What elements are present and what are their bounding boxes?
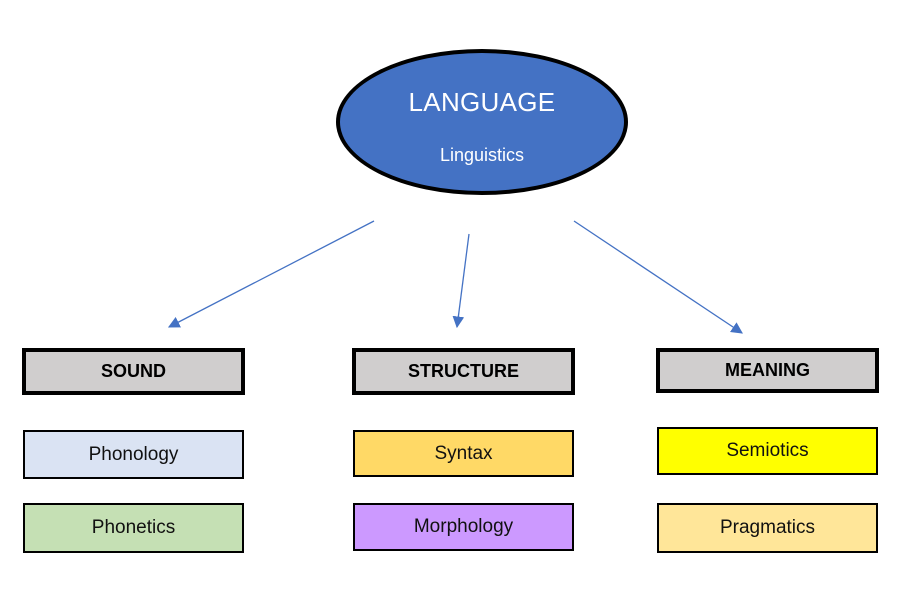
item-morphology: Morphology <box>353 503 574 551</box>
linguistics-subtitle: Linguistics <box>439 145 525 165</box>
arrow-to-structure <box>452 233 470 329</box>
item-semiotics: Semiotics <box>657 427 878 475</box>
item-syntax: Syntax <box>353 430 574 477</box>
language-node: LANGUAGE Linguistics <box>336 49 628 195</box>
category-sound: SOUND <box>22 348 245 395</box>
category-structure: STRUCTURE <box>352 348 575 395</box>
arrow-to-sound <box>167 220 375 328</box>
arrow-to-meaning <box>573 220 743 334</box>
category-meaning: MEANING <box>656 348 879 393</box>
item-pragmatics: Pragmatics <box>657 503 878 553</box>
item-phonology: Phonology <box>23 430 244 479</box>
item-phonetics: Phonetics <box>23 503 244 553</box>
language-title: LANGUAGE <box>408 87 556 117</box>
